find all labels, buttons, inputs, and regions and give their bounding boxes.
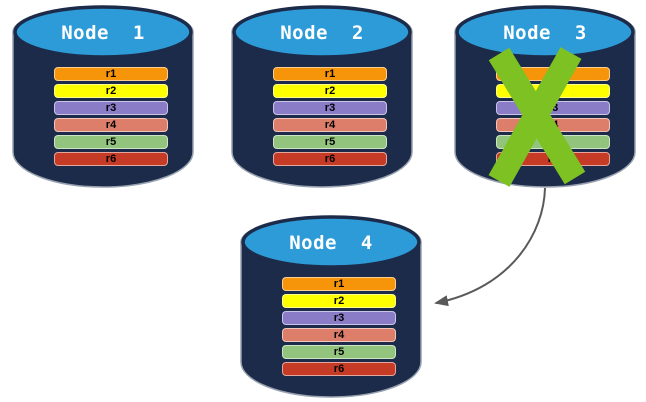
replica-bar-r1: r1 <box>54 67 168 81</box>
node-2: Node 2 r1 r2 r3 r4 r5 r6 <box>229 5 415 191</box>
node-3: Node 3 r1 r2 r3 r4 r5 r6 <box>452 5 638 191</box>
replica-bar-r2: r2 <box>282 294 396 308</box>
replica-bar-r1: r1 <box>273 67 387 81</box>
replica-bar-r5: r5 <box>496 135 610 149</box>
cylinder-top <box>241 215 421 269</box>
replica-bar-r3: r3 <box>54 101 168 115</box>
replica-bar-r4: r4 <box>273 118 387 132</box>
replica-bar-r5: r5 <box>54 135 168 149</box>
node-title: Node 1 <box>61 22 145 44</box>
replica-bar-r2: r2 <box>54 84 168 98</box>
replica-bar-r5: r5 <box>282 345 396 359</box>
replica-bar-r3: r3 <box>273 101 387 115</box>
replica-bar-r4: r4 <box>282 328 396 342</box>
node-title: Node 3 <box>503 22 587 44</box>
replica-bar-r3: r3 <box>282 311 396 325</box>
replica-bar-r2: r2 <box>273 84 387 98</box>
node-1: Node 1 r1 r2 r3 r4 r5 r6 <box>10 5 196 191</box>
replica-bar-r4: r4 <box>54 118 168 132</box>
node-4: Node 4 r1 r2 r3 r4 r5 r6 <box>238 215 424 401</box>
node-title: Node 4 <box>289 232 373 254</box>
replica-bar-r4: r4 <box>496 118 610 132</box>
cylinder-top <box>232 5 412 59</box>
replica-stack: r1 r2 r3 r4 r5 r6 <box>273 67 387 166</box>
replica-stack: r1 r2 r3 r4 r5 r6 <box>282 277 396 376</box>
replica-bar-r3: r3 <box>496 101 610 115</box>
replica-bar-r6: r6 <box>54 152 168 166</box>
replication-arrow <box>434 187 546 307</box>
replica-bar-r6: r6 <box>282 362 396 376</box>
replica-bar-r6: r6 <box>273 152 387 166</box>
replica-bar-r5: r5 <box>273 135 387 149</box>
replica-bar-r1: r1 <box>496 67 610 81</box>
replica-stack: r1 r2 r3 r4 r5 r6 <box>496 67 610 166</box>
replica-bar-r1: r1 <box>282 277 396 291</box>
replica-bar-r2: r2 <box>496 84 610 98</box>
arrow-path <box>434 187 546 307</box>
replica-stack: r1 r2 r3 r4 r5 r6 <box>54 67 168 166</box>
node-title: Node 2 <box>280 22 364 44</box>
replica-bar-r6: r6 <box>496 152 610 166</box>
cylinder-top <box>13 5 193 59</box>
